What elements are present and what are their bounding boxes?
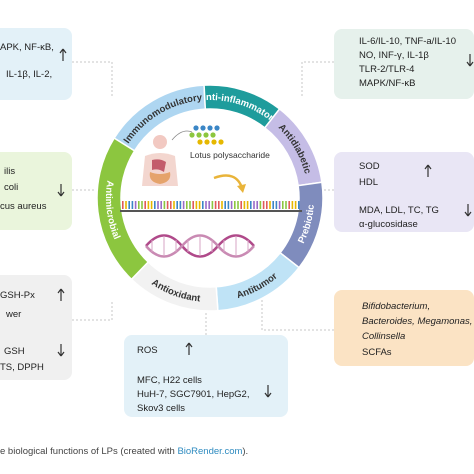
antioxidant-box bbox=[0, 275, 72, 380]
anti-inflammatory-line-2: NO, INF-γ, IL-1β bbox=[359, 50, 429, 61]
segment-label: Anti-inflammatory bbox=[0, 0, 276, 124]
immuno-line-1: APK, NF-κB, bbox=[0, 42, 54, 53]
anti-inflammatory-box bbox=[334, 29, 474, 99]
arrowhead-icon bbox=[237, 184, 246, 193]
figure-caption: e biological functions of LPs (created w… bbox=[0, 446, 248, 457]
human-organ-illustration bbox=[142, 135, 178, 186]
caption-end: ). bbox=[242, 446, 249, 457]
antimicrobial-line-2: coli bbox=[4, 182, 19, 193]
antitumor-down-3: Skov3 cells bbox=[137, 403, 186, 414]
antidiabetic-up-1: SOD bbox=[359, 161, 380, 172]
up-arrow-icon bbox=[424, 164, 432, 177]
prebiotic-line-4: SCFAs bbox=[362, 347, 392, 358]
polysaccharide-molecule-icon bbox=[171, 125, 224, 145]
antioxidant-line-2: wer bbox=[6, 309, 22, 320]
down-arrow-icon bbox=[466, 54, 474, 67]
antitumor-down-1: MFC, H22 cells bbox=[137, 375, 202, 386]
antidiabetic-up-2: HDL bbox=[359, 177, 379, 188]
up-arrow-icon bbox=[59, 48, 67, 61]
caption-text: e biological functions of LPs (created w… bbox=[0, 446, 178, 457]
sequence-bar bbox=[120, 201, 302, 212]
up-arrow-icon bbox=[185, 342, 193, 355]
anti-inflammatory-line-4: MAPK/NF-κB bbox=[359, 78, 416, 89]
down-arrow-icon bbox=[57, 344, 65, 357]
down-arrow-icon bbox=[57, 184, 65, 197]
anti-inflammatory-line-1: IL-6/IL-10, TNF-a/IL-10 bbox=[359, 36, 456, 47]
antimicrobial-line-1: ilis bbox=[4, 166, 16, 177]
anti-inflammatory-line-3: TLR-2/TLR-4 bbox=[359, 64, 415, 75]
antimicrobial-line-3: cus aureus bbox=[0, 201, 47, 212]
up-arrow-icon bbox=[57, 288, 65, 301]
dna-helix-icon bbox=[145, 234, 255, 258]
prebiotic-box bbox=[334, 290, 474, 366]
prebiotic-line-2: Bacteroides, Megamonas, bbox=[362, 316, 473, 327]
antioxidant-line-4: TS, DPPH bbox=[0, 362, 44, 373]
antioxidant-line-3: GSH bbox=[4, 346, 25, 357]
antidiabetic-down-2: α-glucosidase bbox=[359, 219, 418, 230]
immuno-line-2: IL-1β, IL-2, bbox=[6, 69, 53, 80]
connectors bbox=[72, 61, 334, 335]
inner-disk bbox=[121, 109, 299, 287]
antidiabetic-down-1: MDA, LDL, TC, TG bbox=[359, 205, 439, 216]
prebiotic-line-3: Collinsella bbox=[362, 331, 406, 342]
antitumor-down-2: HuH-7, SGC7901, HepG2, bbox=[137, 389, 250, 400]
biorender-link[interactable]: BioRender.com bbox=[177, 446, 243, 457]
antitumor-up-1: ROS bbox=[137, 345, 158, 356]
prebiotic-line-1: Bifidobacterium, bbox=[362, 301, 431, 312]
immunomodulatory-box bbox=[0, 28, 72, 100]
antioxidant-line-1: GSH-Px bbox=[0, 290, 35, 301]
antimicrobial-box bbox=[0, 152, 72, 230]
antidiabetic-box bbox=[334, 152, 474, 232]
center-label: Lotus polysaccharide bbox=[190, 150, 270, 160]
antitumor-box bbox=[124, 335, 288, 417]
down-arrow-icon bbox=[264, 385, 272, 398]
down-arrow-icon bbox=[464, 204, 472, 217]
